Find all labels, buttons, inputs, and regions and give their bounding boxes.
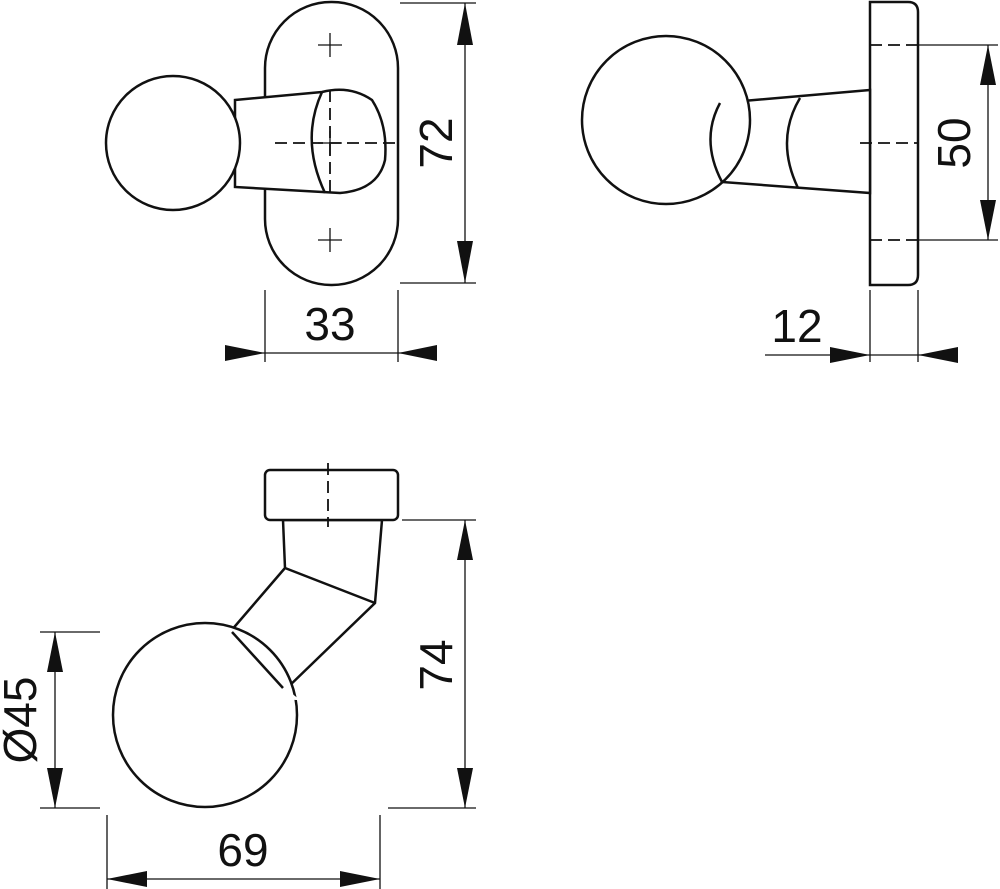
screw-cross-icons	[318, 33, 342, 252]
dim-72: 72	[410, 117, 462, 168]
shank-edge	[310, 91, 327, 194]
knob-ball	[104, 74, 242, 212]
knob-ball-bottom	[111, 621, 299, 809]
dim-74: 74	[410, 639, 462, 690]
knob-neck	[233, 88, 387, 195]
side-view	[580, 0, 998, 363]
neck-ring	[785, 97, 802, 189]
dim-50: 50	[928, 117, 980, 168]
dim-diameter-45: Ø45	[0, 677, 46, 764]
knob-ball-side	[580, 34, 752, 206]
dim-69: 69	[217, 824, 268, 876]
bottom-view	[40, 463, 476, 889]
front-view	[104, 0, 476, 362]
dim-12: 12	[771, 300, 822, 352]
dim-33: 33	[304, 298, 355, 350]
cap-rose	[263, 468, 400, 522]
round-rose	[868, 0, 920, 287]
